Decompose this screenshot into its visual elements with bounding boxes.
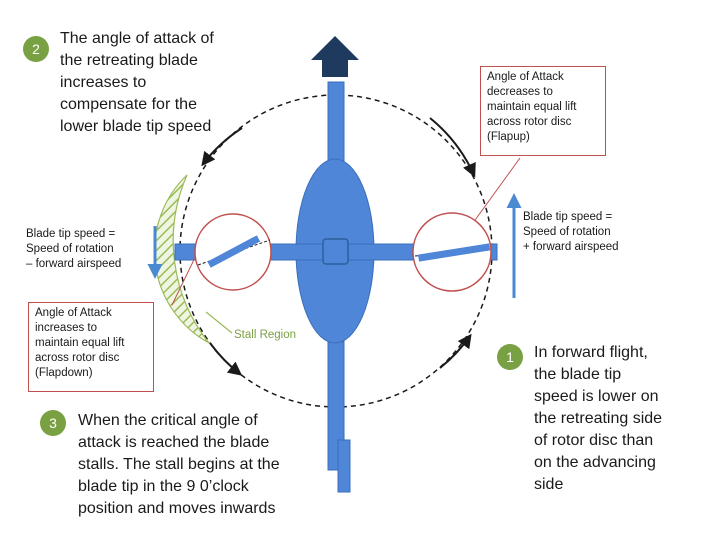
step-2-text: The angle of attack of the retreating bl… <box>60 28 214 138</box>
step-1-line: speed is lower on <box>534 388 659 405</box>
step-3-text: When the critical angle of attack is rea… <box>78 410 280 520</box>
step-3-line: position and moves inwards <box>78 500 276 517</box>
step-1-text: In forward flight, the blade tip speed i… <box>534 342 662 496</box>
aoa-increase-line: maintain equal lift <box>35 337 125 349</box>
step-3-badge: 3 <box>40 410 66 436</box>
aoa-increase-line: across rotor disc <box>35 352 120 364</box>
aoa-increase-callout: Angle of Attack increases to maintain eq… <box>28 302 154 392</box>
step-1-line: the retreating side <box>534 410 663 427</box>
aoa-decrease-line: decreases to <box>487 86 553 98</box>
step-3-line: stalls. The stall begins at the <box>78 456 280 473</box>
aoa-decrease-line: maintain equal lift <box>487 101 577 113</box>
step-3-line: attack is reached the blade <box>78 434 270 451</box>
aoa-decrease-callout: Angle of Attack decreases to maintain eq… <box>480 66 606 156</box>
step-1-line: on the advancing <box>534 454 656 471</box>
right-tip-speed-line: + forward airspeed <box>523 241 619 253</box>
step-1-line: side <box>534 476 564 493</box>
step-3-line: blade tip in the 9 0’clock <box>78 478 249 495</box>
stall-region-pointer <box>205 311 233 334</box>
left-tip-speed-line: – forward airspeed <box>26 258 122 270</box>
left-blade-profile <box>207 235 261 268</box>
right-tip-speed-line: Speed of rotation <box>523 226 611 238</box>
aoa-decrease-line: Angle of Attack <box>487 71 564 83</box>
step-2-badge: 2 <box>23 36 49 62</box>
left-blade-section-callout <box>171 213 272 306</box>
step-2-line: The angle of attack of <box>60 30 214 47</box>
stall-region-label: Stall Region <box>234 329 297 341</box>
forward-direction-arrow <box>311 36 359 77</box>
step-2-line: increases to <box>60 74 147 91</box>
right-blade-profile <box>417 243 491 262</box>
left-tip-speed-label: Blade tip speed = Speed of rotation – fo… <box>26 227 121 272</box>
step-2-line: the retreating blade <box>60 52 198 69</box>
aoa-increase-line: Angle of Attack <box>35 307 112 319</box>
step-2-line: compensate for the <box>60 96 197 113</box>
aoa-decrease-line: (Flapup) <box>487 131 530 143</box>
rotation-arrow-top-left <box>201 127 243 167</box>
step-2-line: lower blade tip speed <box>60 118 212 135</box>
rotation-arrow-bottom-left <box>209 342 243 376</box>
rotation-arrow-bottom-right <box>439 333 472 369</box>
step-3-line: When the critical angle of <box>78 412 258 429</box>
step-1-line: the blade tip <box>534 366 622 383</box>
tail-fin <box>337 439 351 493</box>
aoa-increase-line: (Flapdown) <box>35 367 93 379</box>
left-tip-speed-line: Blade tip speed = <box>26 228 116 240</box>
rotation-arrow-top-right <box>429 117 476 178</box>
step-1-badge: 1 <box>497 344 523 370</box>
rotor-hub <box>322 238 349 265</box>
right-tip-speed-line: Blade tip speed = <box>523 211 613 223</box>
aoa-increase-line: increases to <box>35 322 98 334</box>
stall-region-area <box>153 174 210 344</box>
step-1-line: In forward flight, <box>534 344 648 361</box>
left-tip-speed-line: Speed of rotation <box>26 243 114 255</box>
right-tip-speed-label: Blade tip speed = Speed of rotation + fo… <box>523 210 619 255</box>
right-blade-section-callout <box>412 157 521 292</box>
step-1-line: of rotor disc than <box>534 432 654 449</box>
aoa-decrease-line: across rotor disc <box>487 116 572 128</box>
